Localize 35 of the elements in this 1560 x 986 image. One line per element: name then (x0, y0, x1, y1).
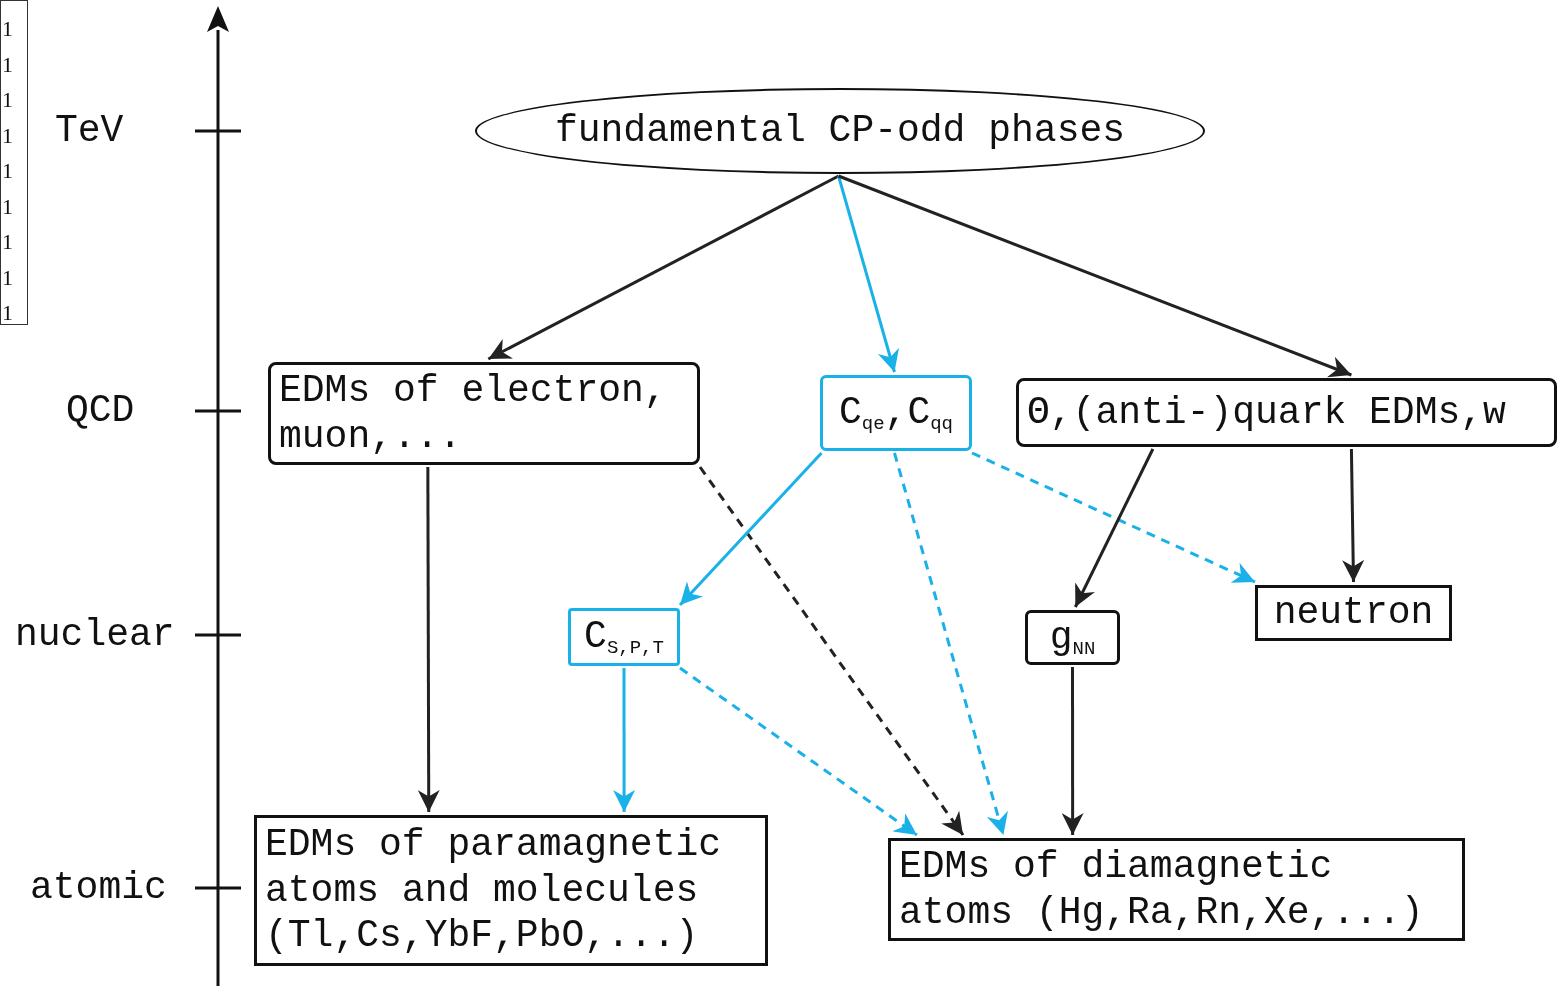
arrow (417, 467, 440, 812)
scale-label: TeV (55, 112, 124, 150)
arrow (613, 668, 636, 812)
arrow (971, 451, 1256, 584)
process-box: EDMs of diamagnetic atoms (Hg,Ra,Rn,Xe,...) (888, 838, 1465, 941)
arrow (1342, 448, 1365, 583)
process-box: EDMs of electron, muon,... (268, 362, 700, 465)
arrow (1061, 667, 1084, 835)
process-box: g$_{NN}$ (1025, 610, 1120, 665)
arrow (487, 174, 840, 361)
process-box: EDMs of paramagnetic atoms and molecules (Tl,Cs,YbF,PbO,...) (254, 815, 768, 966)
scale-label: atomic (30, 869, 167, 907)
scale-label: QCD (66, 392, 135, 430)
arrow (1074, 448, 1155, 608)
line-number: 1 (2, 231, 13, 253)
ellipse-node: fundamental CP-odd phases (475, 88, 1205, 174)
line-number: 1 (2, 89, 13, 111)
process-box: C$_{S,P,T}$ (568, 608, 680, 666)
line-number: 1 (2, 160, 13, 182)
arrow (679, 666, 918, 837)
arrow (838, 174, 1352, 378)
line-number: 1 (2, 53, 13, 76)
arrow (893, 452, 1008, 836)
process-box: C$_{qe}$,C$_{qq}$ (820, 375, 972, 451)
line-number: 1 (2, 195, 13, 218)
line-number: 1 (2, 124, 13, 147)
process-box: Θ,(anti-)quark EDMs,w (1016, 378, 1557, 447)
line-number: 1 (2, 302, 13, 324)
line-number: 1 (2, 18, 13, 40)
line-number: 1 (2, 266, 13, 289)
arrow (837, 175, 899, 373)
arrow (678, 451, 823, 607)
process-box: neutron (1255, 585, 1452, 641)
arrow (698, 466, 965, 836)
scale-label: nuclear (15, 616, 175, 654)
